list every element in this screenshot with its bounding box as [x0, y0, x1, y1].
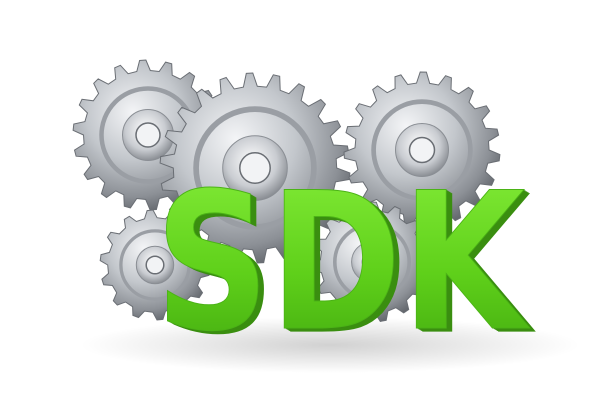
sdk-text-extrusion: SDK	[157, 153, 532, 374]
gear-axle-hole	[239, 152, 271, 184]
sdk-text-extrusion: SDK	[161, 156, 536, 377]
sdk-title: SDK	[155, 152, 530, 373]
gear-icon	[159, 72, 351, 264]
gear-icon	[311, 201, 433, 322]
gear-axle-hole	[408, 136, 436, 164]
ground-shadow	[80, 317, 580, 373]
gear-rim	[193, 106, 317, 230]
gear-rim	[332, 223, 411, 302]
gear-axle-hole	[361, 251, 383, 273]
sdk-text-extrusion: SDK	[160, 155, 535, 376]
gear-icon	[99, 209, 211, 321]
gear-axle-hole	[135, 122, 161, 148]
gear-icon	[343, 71, 501, 229]
sdk-text-extrusion: SDK	[158, 154, 533, 375]
sdk-text-extrusion: SDK	[156, 153, 531, 374]
sdk-text-extrusion: SDK	[159, 154, 534, 375]
gear-axle-hole	[145, 255, 165, 275]
gear-rim	[119, 229, 191, 301]
gear-rim	[371, 99, 473, 201]
